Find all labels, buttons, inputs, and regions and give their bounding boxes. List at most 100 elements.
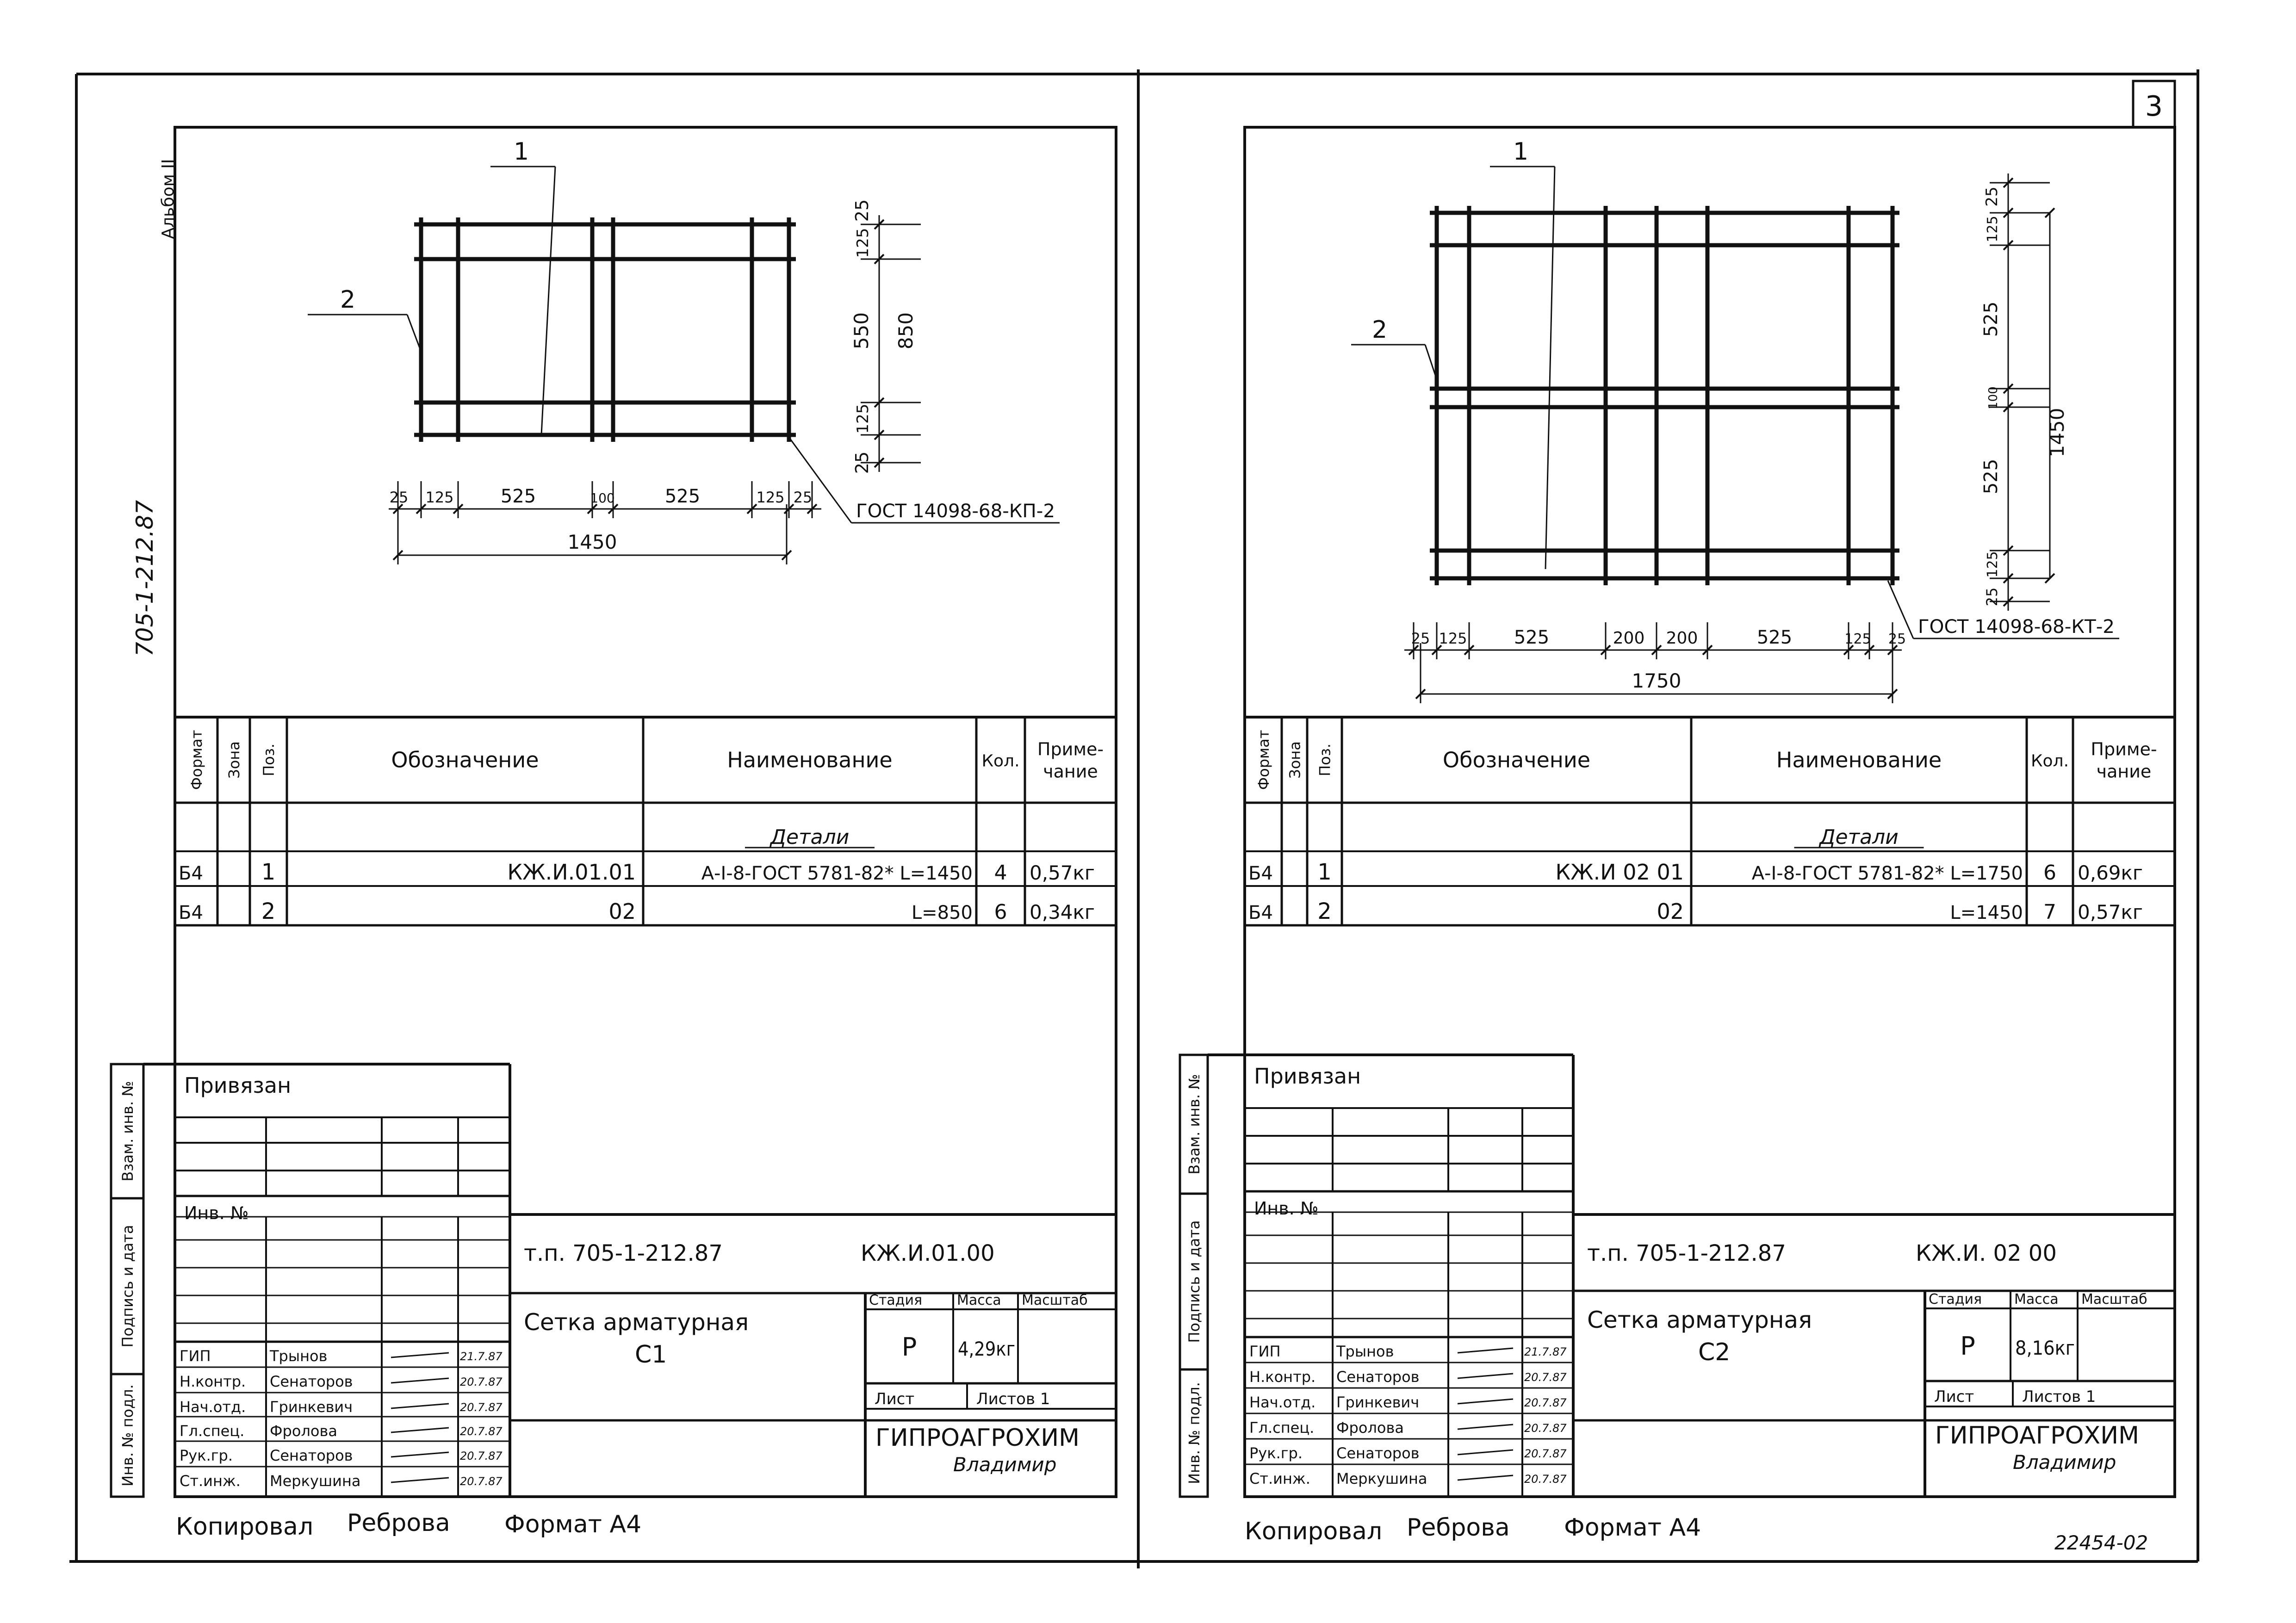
signature-stroke — [1457, 1373, 1514, 1379]
person-role: Нач.отд. — [1249, 1394, 1316, 1411]
callout-leader — [406, 314, 422, 352]
org-city: Владимир — [2013, 1451, 2116, 1474]
dim-label-horizontal: 525 — [1514, 627, 1549, 648]
spec-header-designation: Обозначение — [391, 748, 539, 773]
person-name: Меркушина — [270, 1472, 360, 1490]
spec-header-format: Формат — [1255, 730, 1272, 790]
dim-tick — [1702, 644, 1713, 656]
dim-tick — [1651, 644, 1662, 656]
side-label-vzam: Взам. инв. № — [1185, 1074, 1203, 1174]
dim-tick — [1408, 644, 1419, 656]
dim-label-vertical: 25 — [852, 199, 872, 222]
dim-tick — [874, 429, 885, 440]
side-strip — [110, 1063, 145, 1498]
dim-tick — [2003, 240, 2014, 251]
dim-tick — [453, 503, 464, 514]
dim-label-vertical: 850 — [894, 312, 917, 349]
person-name: Сенаторов — [270, 1373, 353, 1390]
title-line-1: Сетка арматурная — [1587, 1307, 1812, 1333]
spec-cell-name: L=850 — [912, 902, 973, 923]
vertical-doc-code: 705-1-212.87 — [131, 500, 158, 657]
org-city: Владимир — [953, 1453, 1056, 1476]
person-date: 20.7.87 — [460, 1401, 503, 1414]
album-label: Альбом II — [159, 159, 178, 239]
spec-cell-pos: 2 — [261, 898, 276, 924]
spec-header-pos: Поз. — [1316, 743, 1334, 776]
dim-tick — [2003, 177, 2014, 188]
side-label-signature: Подпись и дата — [1185, 1220, 1203, 1343]
doc-mark: КЖ.И.01.00 — [861, 1240, 995, 1266]
dim-tick — [392, 550, 403, 561]
signature-stroke — [1457, 1347, 1514, 1354]
dim-label-vertical: 550 — [850, 312, 873, 349]
doc-code: т.п. 705-1-212.87 — [524, 1240, 723, 1266]
spec-cell-name: А-I-8-ГОСТ 5781-82* L=1750 — [1752, 863, 2023, 884]
dim-tick — [1431, 644, 1442, 656]
dim-label-horizontal: 25 — [794, 489, 813, 506]
col-mass-header: Масса — [2014, 1291, 2059, 1307]
signature-stroke — [1457, 1398, 1514, 1405]
spec-cell-pos: 1 — [261, 859, 276, 885]
spec-cell-name: L=1450 — [1950, 902, 2023, 923]
gost-leader — [788, 437, 852, 523]
person-role: Нач.отд. — [180, 1398, 246, 1416]
dim-label-horizontal: 525 — [665, 486, 700, 507]
person-role: Гл.спец. — [180, 1422, 244, 1440]
col-mass-header: Масса — [957, 1292, 1001, 1308]
spec-cell-format: Б4 — [179, 902, 203, 923]
dim-tick — [1864, 644, 1875, 656]
privyazan-label: Привязан — [1254, 1064, 1361, 1089]
dim-label-vertical: 125 — [1985, 216, 2001, 242]
signature-stroke — [391, 1352, 449, 1358]
dim-label-horizontal: 200 — [1666, 629, 1698, 648]
stage-value: Р — [902, 1332, 917, 1362]
spec-header-format: Формат — [188, 730, 205, 790]
callout-leader — [1424, 344, 1438, 380]
dim-tick — [874, 457, 885, 468]
dim-label-horizontal: 100 — [590, 490, 614, 506]
dim-total-horizontal: 1750 — [1632, 669, 1682, 692]
right-copied-label: Копировал — [1245, 1518, 1383, 1545]
sheets-label: Листов 1 — [976, 1390, 1050, 1408]
spec-header-pos: Поз. — [260, 743, 278, 776]
title-line-1: Сетка арматурная — [524, 1309, 749, 1336]
person-role: Ст.инж. — [180, 1472, 241, 1490]
signature-stroke — [391, 1427, 449, 1433]
inv-no-label: Инв. № — [184, 1203, 248, 1223]
dim-tick — [874, 219, 885, 230]
dim-tick — [781, 550, 792, 561]
signature-stroke — [391, 1477, 449, 1483]
spec-cell-designation: 02 — [608, 899, 636, 924]
col-scale-header: Масштаб — [1022, 1292, 1088, 1308]
dim-tick — [1464, 644, 1475, 656]
col-stage-header: Стадия — [869, 1292, 922, 1308]
person-date: 20.7.87 — [1524, 1422, 1567, 1435]
person-name: Гринкевич — [270, 1398, 353, 1416]
dim-label-horizontal: 125 — [756, 489, 784, 506]
dim-label-vertical: 100 — [1986, 386, 2000, 409]
dim-label-vertical: 525 — [1980, 459, 2002, 494]
person-date: 20.7.87 — [460, 1450, 503, 1462]
person-date: 20.7.87 — [1524, 1396, 1567, 1409]
dim-label-horizontal: 525 — [1757, 627, 1792, 648]
dim-tick — [416, 503, 427, 514]
dim-tick — [2044, 207, 2055, 218]
dim-label-vertical: 25 — [852, 452, 872, 474]
dim-total-horizontal: 1450 — [568, 531, 617, 553]
spec-header-qty: Кол. — [981, 752, 1019, 771]
spec-cell-format: Б4 — [1248, 902, 1273, 923]
dim-label-horizontal: 125 — [425, 489, 453, 506]
doc-code: т.п. 705-1-212.87 — [1587, 1240, 1786, 1266]
inner-frame — [174, 126, 1117, 1498]
org-name: ГИПРОАГРОХИМ — [1935, 1422, 2139, 1450]
dim-tick — [2003, 402, 2014, 413]
dim-label-horizontal: 125 — [1439, 630, 1467, 647]
person-role: Н.контр. — [180, 1373, 246, 1390]
dim-label-horizontal: 525 — [501, 486, 536, 507]
person-date: 20.7.87 — [460, 1425, 503, 1438]
spec-header-note: Приме- — [1037, 739, 1104, 760]
left-copier-name: Реброва — [347, 1509, 450, 1537]
spec-cell-note: 0,57кг — [1030, 861, 1095, 884]
dim-tick — [783, 503, 794, 514]
